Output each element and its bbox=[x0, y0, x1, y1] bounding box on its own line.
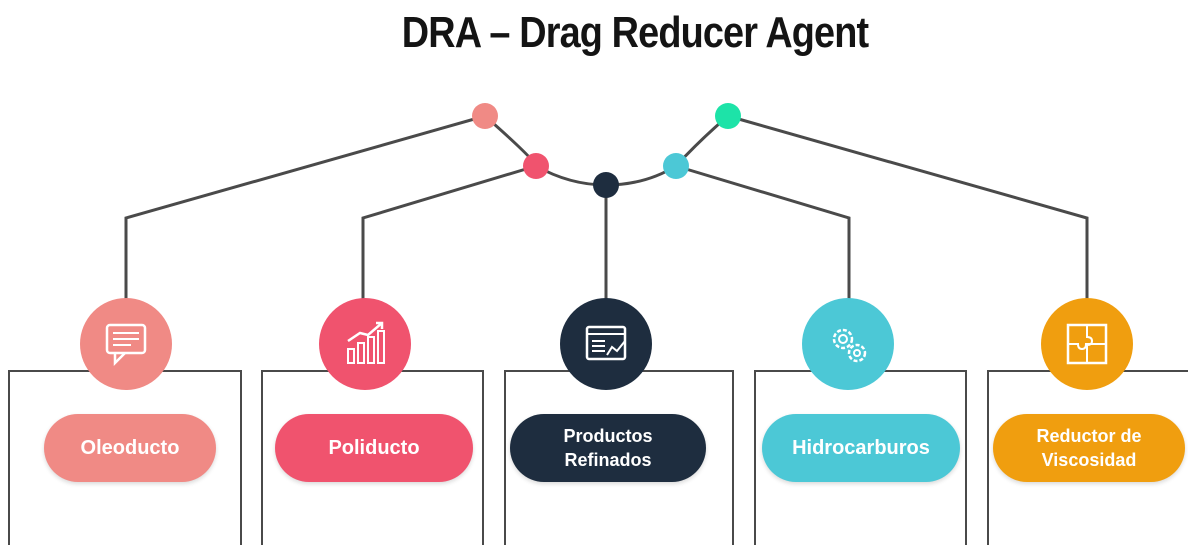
node-pink bbox=[523, 153, 549, 179]
item-hidrocarburos: Hidrocarburos bbox=[762, 414, 960, 482]
icon-circle-poliducto bbox=[319, 298, 411, 390]
browser-analytics-icon bbox=[585, 325, 627, 361]
icon-circle-hidrocarburos bbox=[802, 298, 894, 390]
chat-document-icon bbox=[105, 323, 147, 367]
puzzle-icon bbox=[1066, 323, 1108, 365]
icon-circle-reductor bbox=[1041, 298, 1133, 390]
node-salmon bbox=[472, 103, 498, 129]
item-poliducto: Poliducto bbox=[275, 414, 473, 482]
connector-hidrocarburos bbox=[675, 164, 851, 300]
item-label: Reductor de Viscosidad bbox=[1036, 426, 1142, 470]
icon-circle-oleoducto bbox=[80, 298, 172, 390]
gears-icon bbox=[832, 328, 867, 363]
item-label: Hidrocarburos bbox=[792, 437, 930, 459]
icon-circle-productos bbox=[560, 298, 652, 390]
item-productos-refinados: Productos Refinados bbox=[510, 414, 706, 482]
item-label: Productos Refinados bbox=[563, 426, 653, 470]
connector-poliducto bbox=[361, 164, 537, 300]
connector-oleoducto bbox=[124, 114, 486, 300]
item-oleoducto: Oleoducto bbox=[44, 414, 216, 482]
item-label: Poliducto bbox=[328, 437, 420, 459]
growth-bar-chart-icon bbox=[347, 321, 385, 364]
node-mint bbox=[715, 103, 741, 129]
page-title: DRA – Drag Reducer Agent bbox=[401, 8, 869, 57]
item-label: Oleoducto bbox=[80, 437, 180, 459]
item-reductor-viscosidad: Reductor de Viscosidad bbox=[993, 414, 1185, 482]
connector-reductor bbox=[727, 114, 1089, 300]
node-navy bbox=[593, 172, 619, 198]
node-cyan bbox=[663, 153, 689, 179]
